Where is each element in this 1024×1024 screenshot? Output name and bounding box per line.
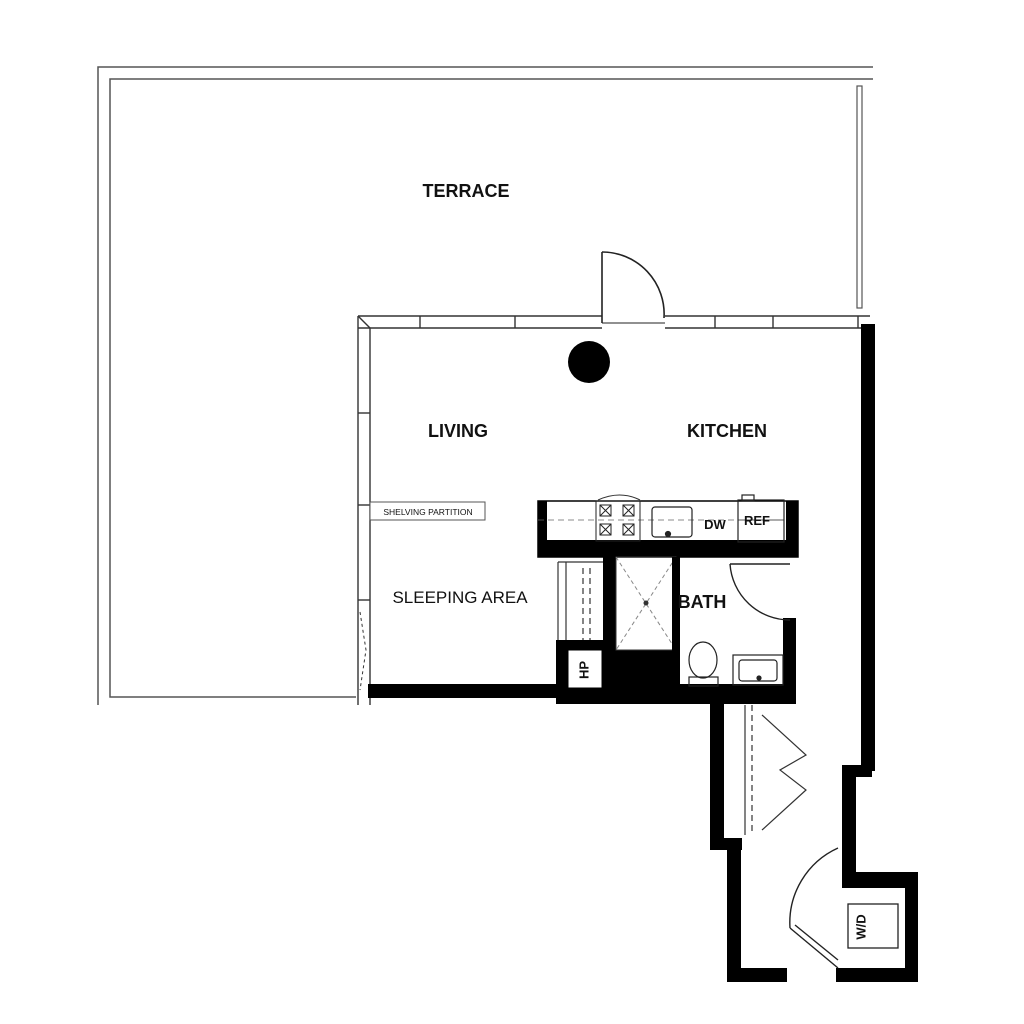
heat-pump	[556, 640, 616, 698]
column	[568, 341, 610, 383]
bath-sink	[732, 654, 784, 686]
room-label-kitchen: KITCHEN	[687, 421, 767, 441]
dishwasher-label: DW	[704, 517, 726, 532]
bath-door	[729, 563, 791, 621]
toilet	[688, 641, 719, 687]
bath-walls	[672, 557, 796, 698]
washer-dryer-label: W/D	[853, 914, 868, 939]
room-label-living: LIVING	[428, 421, 488, 441]
terrace-door	[601, 251, 665, 324]
entry-closet	[744, 705, 808, 835]
room-label-terrace: TERRACE	[422, 181, 509, 201]
window-wall-top	[358, 315, 870, 329]
kitchen-sink	[651, 506, 693, 538]
window-wall-left	[357, 315, 371, 705]
washer-dryer	[847, 903, 899, 949]
heat-pump-label: HP	[576, 661, 591, 679]
kitchen-counter	[537, 494, 799, 558]
refrigerator-label: REF	[744, 513, 770, 528]
bath-wall-block	[610, 650, 676, 698]
shelving-partition-box	[369, 501, 486, 521]
terrace-outline	[97, 66, 873, 705]
room-label-sleeping-area: SLEEPING AREA	[392, 588, 528, 607]
entry-door	[789, 847, 839, 969]
shelving-partition-label: SHELVING PARTITION	[383, 507, 472, 517]
closet	[557, 561, 610, 642]
cooktop	[595, 500, 641, 542]
room-label-bath: BATH	[678, 592, 727, 612]
refrigerator	[737, 494, 785, 543]
closet-wall	[603, 557, 616, 657]
shower	[615, 556, 677, 651]
